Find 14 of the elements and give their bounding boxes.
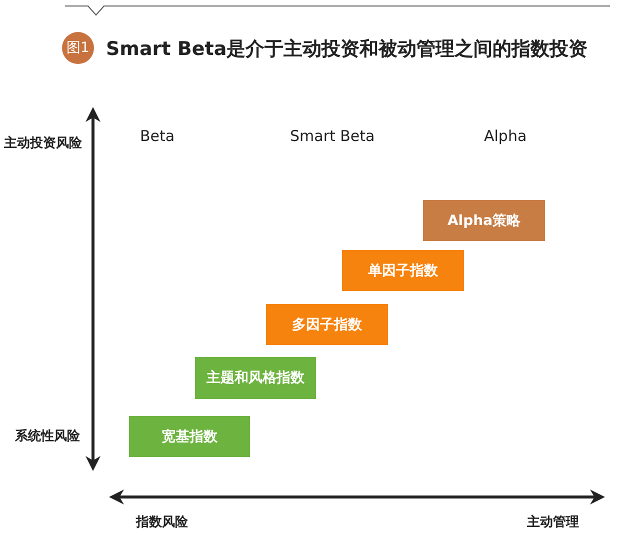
figure-badge: 图1 — [62, 32, 94, 64]
level-box: 主题和风格指数 — [195, 357, 316, 399]
level-box: 单因子指数 — [342, 250, 464, 291]
axis-label: 系统性风险 — [15, 428, 80, 445]
column-heading: Beta — [140, 127, 175, 145]
level-box: 多因子指数 — [266, 304, 388, 345]
axis-label: 指数风险 — [136, 514, 188, 531]
level-box: 宽基指数 — [129, 416, 250, 457]
title: Smart Beta是介于主动投资和被动管理之间的指数投资 — [106, 37, 588, 62]
level-box: Alpha策略 — [423, 200, 545, 241]
column-heading: Alpha — [484, 127, 527, 145]
axis-label: 主动投资风险 — [4, 134, 82, 152]
column-heading: Smart Beta — [290, 127, 375, 145]
axis-label: 主动管理 — [527, 514, 579, 531]
